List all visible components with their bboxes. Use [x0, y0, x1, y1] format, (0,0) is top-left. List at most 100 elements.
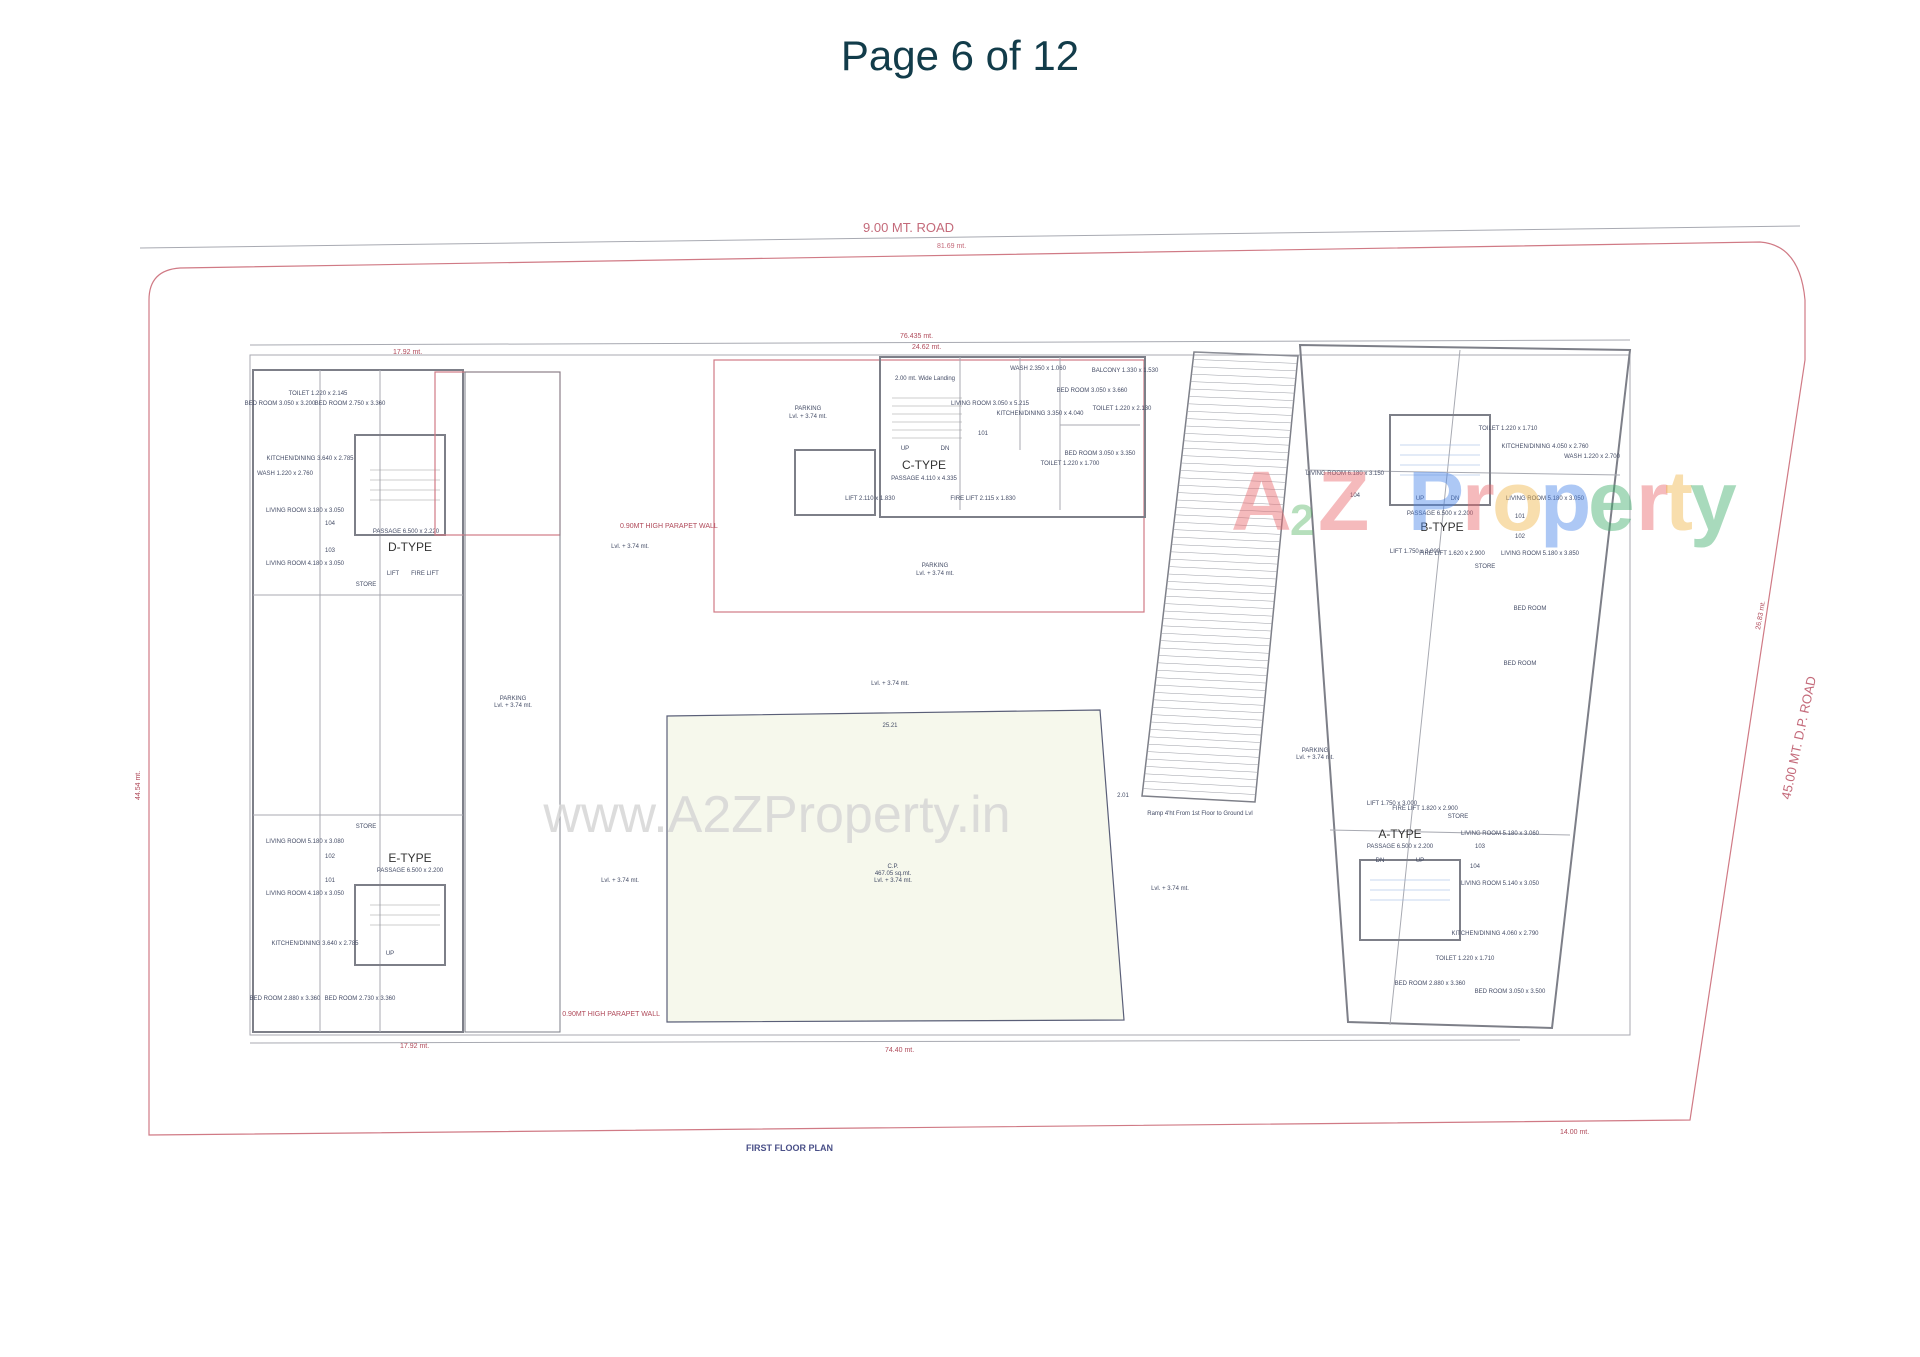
ramp-hatch-line	[1149, 729, 1262, 736]
room-label: STORE	[1475, 564, 1496, 570]
ramp-hatch-line	[1163, 610, 1273, 617]
room-label: TOILET 1.220 x 1.710	[1479, 426, 1538, 432]
svg-text:2: 2	[1290, 496, 1314, 545]
parapet-label: 0.90MT HIGH PARAPET WALL	[620, 523, 718, 530]
room-label: LIVING ROOM 4.180 x 3.050	[266, 891, 345, 897]
svg-text:t: t	[1665, 454, 1693, 548]
svg-text:e: e	[1588, 454, 1635, 548]
room-label: LIVING ROOM 5.180 x 3.050	[1506, 496, 1585, 502]
room-label: LIVING ROOM 4.180 x 3.050	[266, 561, 345, 567]
ramp-hatch-line	[1161, 632, 1271, 639]
ramp-hatch-line	[1167, 573, 1277, 580]
cp-level: Lvl. + 3.74 mt.	[874, 878, 912, 884]
flat-number: 104	[1350, 493, 1361, 499]
ramp-hatch-line	[1168, 566, 1278, 572]
left-wing-width: 17.92 mt.	[393, 349, 422, 356]
room-label: LIVING ROOM 6.180 x 3.150	[1306, 471, 1385, 477]
cp-name: C.P.	[888, 864, 899, 870]
room-label: BED ROOM 3.050 x 3.660	[1057, 388, 1128, 394]
ramp-hatch-line	[1175, 507, 1283, 513]
ramp-hatch-line	[1186, 418, 1292, 424]
c-type-block: 2.00 mt. Wide Landing LIVING ROOM 3.050 …	[713, 356, 1159, 613]
parking-label: PARKING	[795, 406, 822, 412]
stair-up: UP	[1416, 858, 1424, 864]
ramp-hatch-line	[1154, 684, 1266, 691]
room-label: BED ROOM 2.750 x 3.360	[315, 401, 386, 407]
left-wing-bottom: 17.92 mt.	[400, 1043, 429, 1050]
ramp-hatch-line	[1145, 766, 1258, 773]
room-label: FIRE LIFT	[411, 571, 439, 577]
stair-down: DN	[941, 446, 950, 452]
level-label: Lvl. + 3.74 mt.	[1296, 755, 1334, 761]
room-label: BED ROOM	[1504, 661, 1537, 667]
ramp-hatch-line	[1156, 669, 1268, 676]
ramp-hatch-line	[1155, 677, 1267, 684]
unit-type-label: E-TYPE	[388, 851, 431, 865]
ramp-hatch-line	[1165, 595, 1275, 602]
ramp-hatch-line	[1161, 625, 1272, 632]
cp-side-dimension: 2.01	[1117, 793, 1129, 799]
ramp-hatch-line	[1152, 706, 1264, 714]
ramp-hatch-line	[1184, 433, 1291, 439]
room-label: BED ROOM 2.880 x 3.360	[1395, 981, 1466, 987]
cp-area	[666, 709, 1125, 1023]
room-label: FIRE LIFT 2.115 x 1.830	[950, 496, 1016, 502]
parking-label: PARKING	[922, 563, 949, 569]
room-label: 2.00 mt. Wide Landing	[895, 376, 955, 382]
ramp: Ramp 4'ht From 1st Floor to Ground Lvl	[1141, 351, 1299, 817]
ramp-hatch-line	[1187, 410, 1293, 416]
room-label: TOILET 1.220 x 2.130	[1093, 406, 1152, 412]
room-label: KITCHEN/DINING 3.640 x 2.785	[271, 941, 359, 947]
room-label: TOILET 1.220 x 2.145	[289, 391, 348, 397]
room-label: LIVING ROOM 5.180 x 3.080	[266, 839, 345, 845]
right-wing-a-b-type: LIVING ROOM 6.180 x 3.150 104 TOILET 1.2…	[1298, 343, 1632, 1030]
ramp-hatch-line	[1170, 551, 1279, 557]
room-label: PASSAGE 4.110 x 4.335	[891, 476, 957, 482]
ramp-label: Ramp 4'ht From 1st Floor to Ground Lvl	[1147, 811, 1253, 817]
level-label: Lvl. + 3.74 mt.	[494, 703, 532, 709]
overall-dimension-line	[249, 339, 1631, 346]
ramp-hatch-line	[1176, 499, 1284, 505]
ramp-hatch-line	[1177, 492, 1285, 498]
stair-up: UP	[386, 951, 394, 957]
stair-down: DN	[1376, 858, 1385, 864]
room-label: STORE	[356, 582, 377, 588]
ramp-hatch-line	[1150, 721, 1263, 728]
ramp-hatch-line	[1188, 396, 1294, 401]
parking-strip	[464, 371, 561, 1033]
ramp-hatch-line	[1169, 558, 1278, 565]
flat-number: 103	[1475, 844, 1486, 850]
ramp-hatch-line	[1158, 655, 1269, 662]
svg-text:Z: Z	[1318, 454, 1369, 548]
road-edge-top	[139, 225, 1801, 249]
bottom-length: 14.00 mt.	[1560, 1129, 1589, 1136]
room-label: KITCHEN/DINING 3.350 x 4.040	[996, 411, 1084, 417]
room-label: BED ROOM 3.050 x 3.500	[1475, 989, 1546, 995]
stair-down: DN	[1451, 496, 1460, 502]
flat-number: 102	[325, 854, 336, 860]
room-label: LIVING ROOM 5.180 x 3.060	[1461, 831, 1540, 837]
svg-text:y: y	[1690, 454, 1737, 548]
room-label: LIVING ROOM 3.050 x 5.215	[951, 401, 1030, 407]
room-label: WASH 1.220 x 2.760	[257, 471, 313, 477]
svg-text:P: P	[1408, 454, 1464, 548]
ramp-hatch-line	[1167, 581, 1276, 587]
room-label: BED ROOM 2.730 x 3.360	[325, 996, 396, 1002]
room-label: BED ROOM 2.880 x 3.360	[250, 996, 321, 1002]
room-label: PASSAGE 6.500 x 2.200	[377, 868, 444, 874]
ramp-hatch-line	[1182, 447, 1289, 453]
ramp-hatch-line	[1192, 366, 1297, 372]
level-label: Lvl. + 3.74 mt.	[601, 878, 639, 884]
room-label: LIFT 2.110 x 1.830	[845, 496, 895, 502]
cp-top-dimension: 25.21	[882, 723, 898, 729]
unit-type-label: A-TYPE	[1378, 827, 1421, 841]
page-title: Page 6 of 12	[840, 32, 1080, 79]
parking-enclosure	[434, 371, 561, 536]
room-label: PASSAGE 6.500 x 2.200	[1407, 511, 1474, 517]
url-watermark: www.A2ZProperty.in	[542, 786, 1010, 844]
c-block-width: 24.62 mt.	[912, 344, 941, 351]
ramp-hatch-line	[1171, 544, 1280, 550]
building-outline	[249, 354, 1631, 1036]
level-label: Lvl. + 3.74 mt.	[916, 571, 954, 577]
ramp-hatch-line	[1142, 788, 1256, 795]
